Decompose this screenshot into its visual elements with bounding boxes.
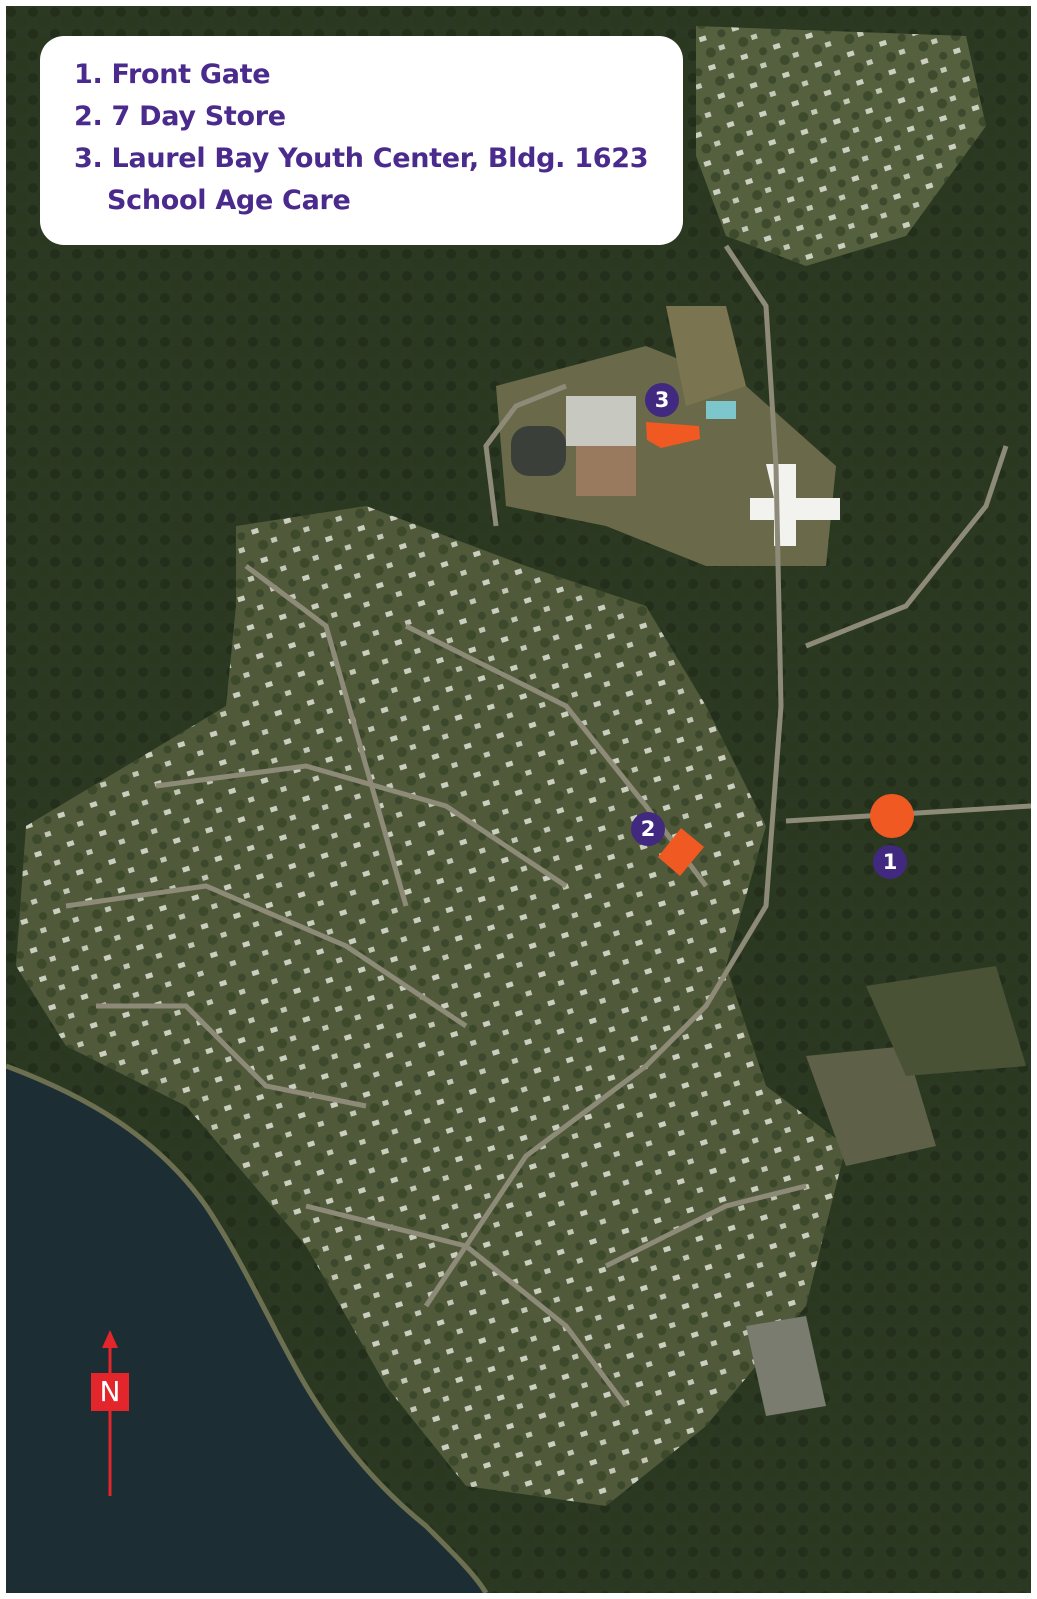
aerial-map[interactable] [6, 6, 1031, 1593]
youth-center-marker[interactable] [646, 422, 700, 448]
legend-item-seven-day-store: 2. 7 Day Store [74, 101, 286, 132]
north-arrow-head [102, 1330, 118, 1348]
marker-badge-1[interactable]: 1 [873, 845, 907, 879]
map-legend: 1. Front Gate 2. 7 Day Store 3. Laurel B… [40, 36, 683, 245]
marker-badge-2[interactable]: 2 [631, 812, 665, 846]
map-frame: 1. Front Gate 2. 7 Day Store 3. Laurel B… [6, 6, 1031, 1593]
legend-item-youth-center: 3. Laurel Bay Youth Center, Bldg. 1623 [74, 143, 649, 174]
front-gate-marker[interactable] [870, 794, 914, 838]
legend-item-front-gate: 1. Front Gate [74, 59, 271, 90]
north-indicator: N [91, 1373, 129, 1411]
legend-item-youth-center-continuation: School Age Care [107, 185, 351, 216]
seven-day-store-marker[interactable] [658, 828, 704, 876]
water-body [6, 1066, 486, 1593]
marker-badge-3[interactable]: 3 [645, 383, 679, 417]
